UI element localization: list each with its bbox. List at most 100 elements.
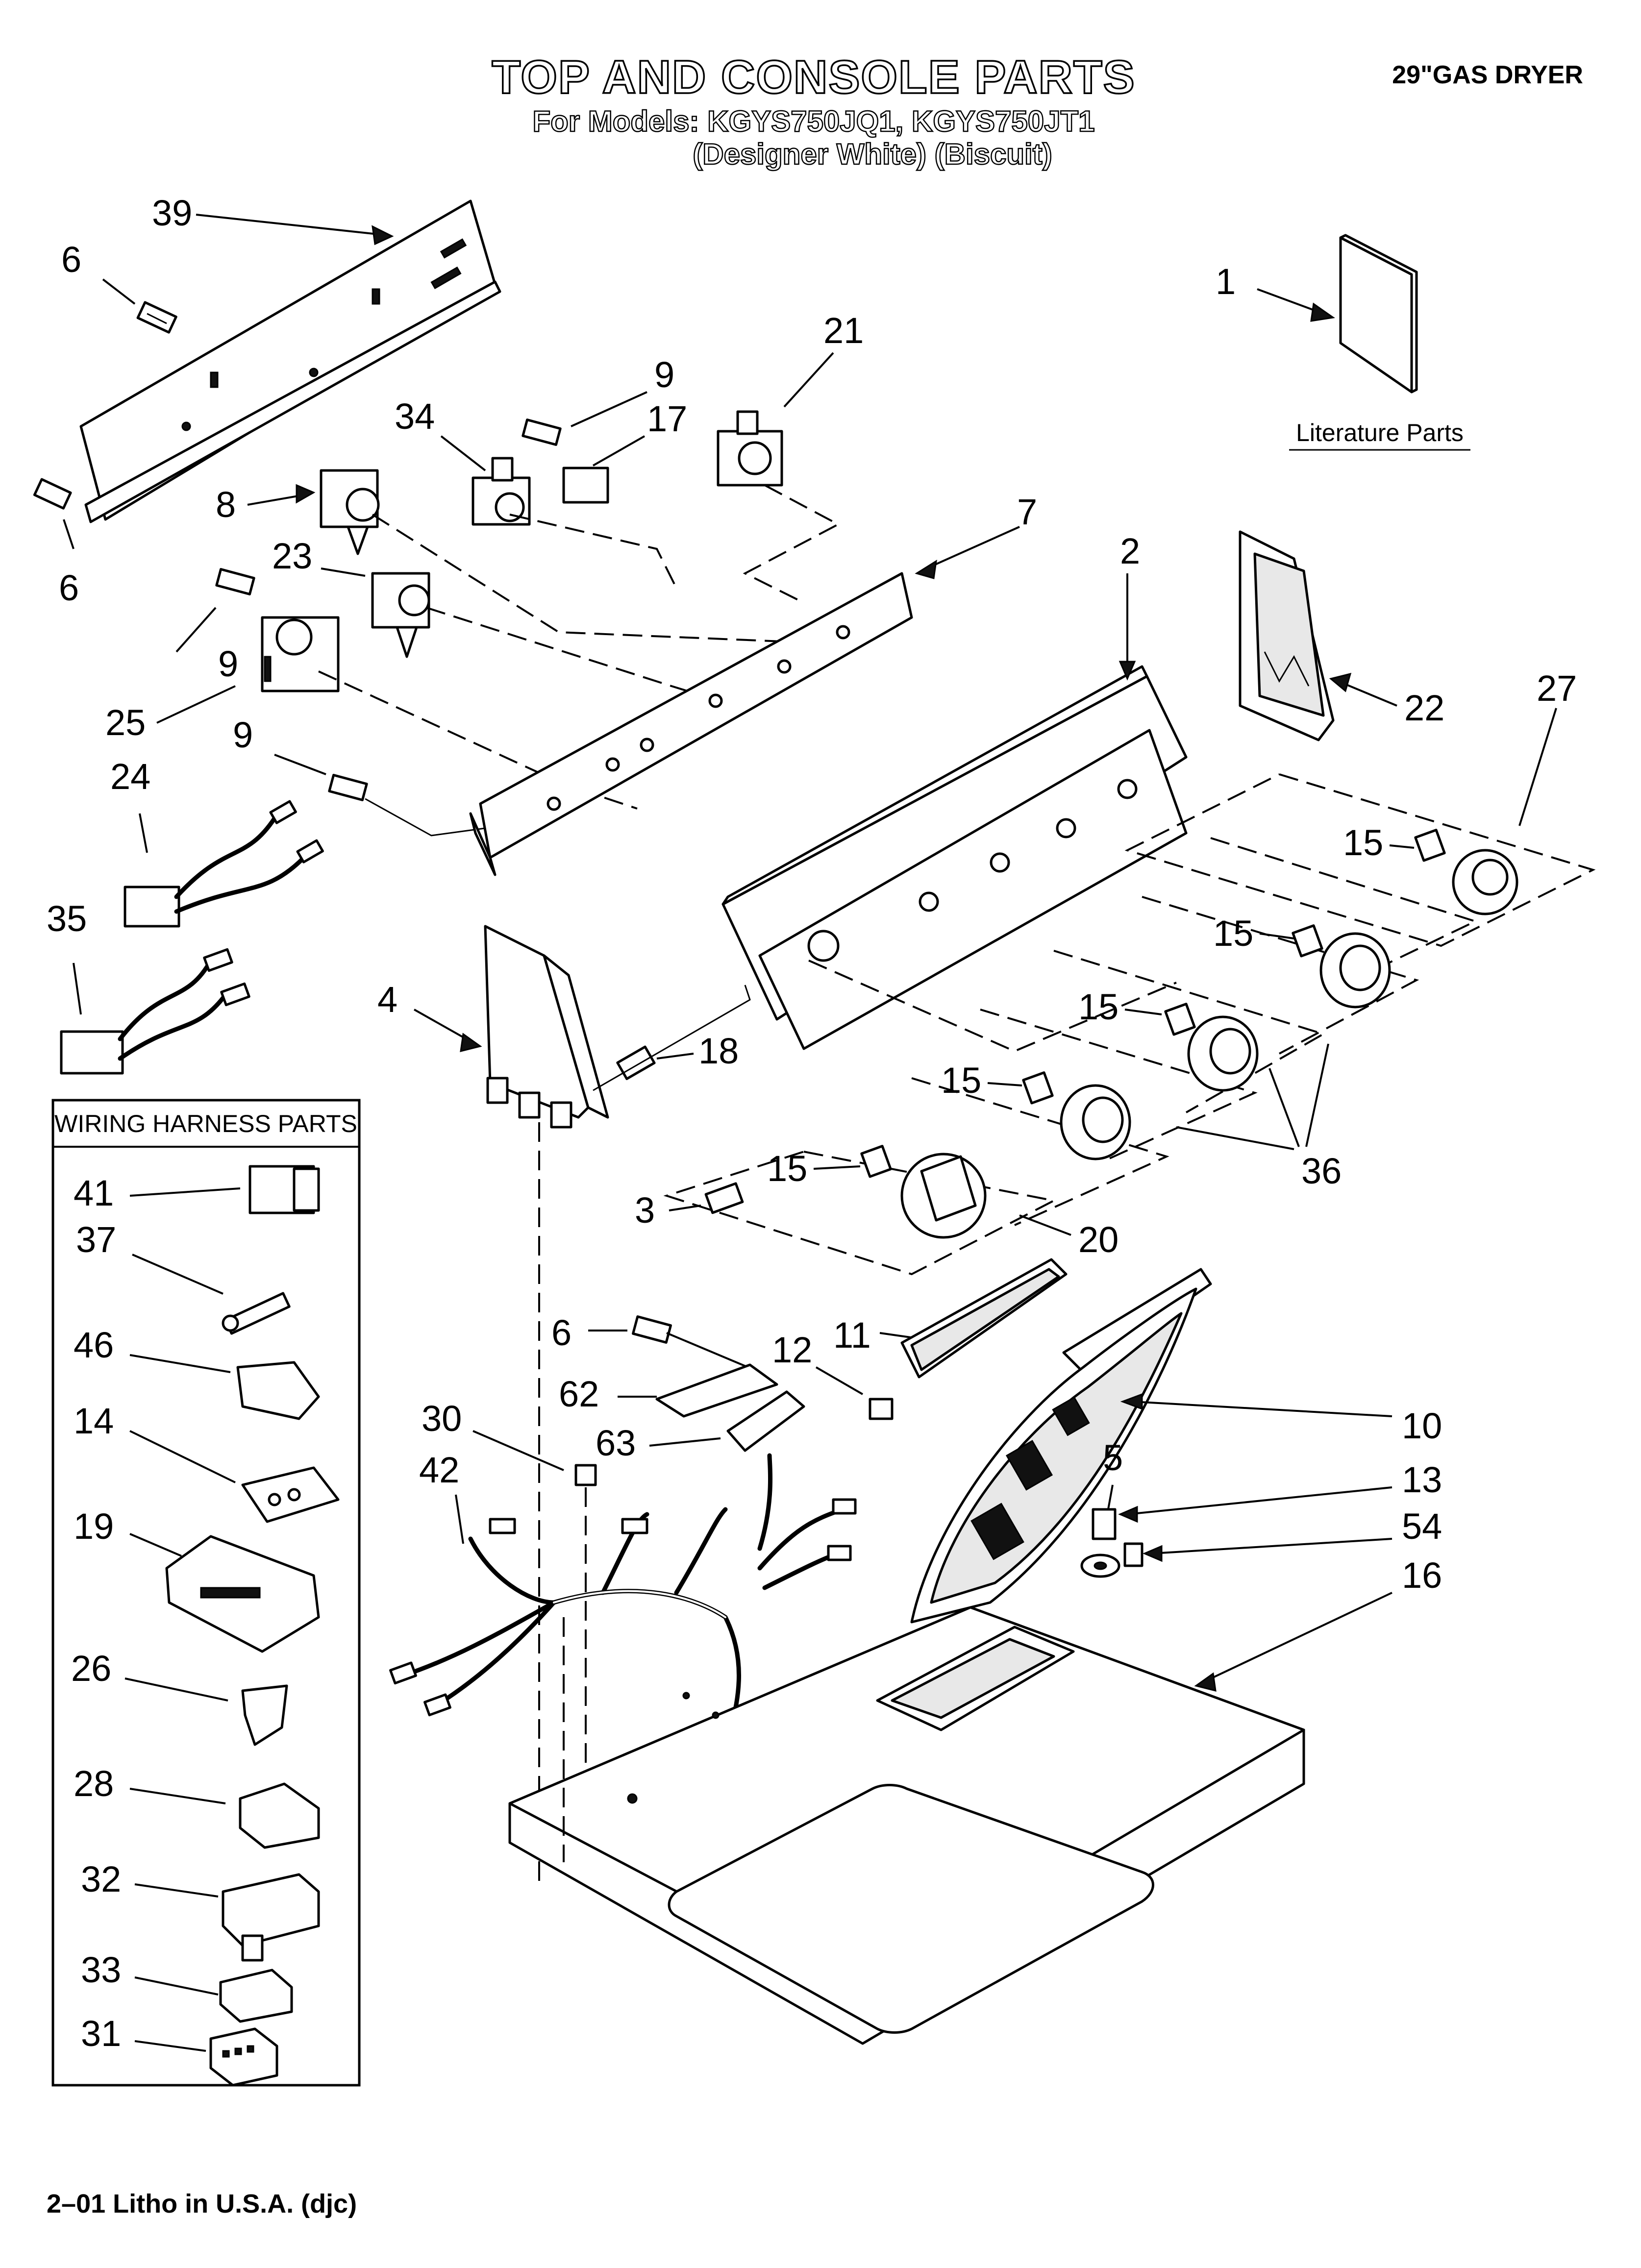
- part-14-connector: [241, 1466, 340, 1523]
- callout-6-left: 6: [59, 567, 79, 608]
- callout-16: 16: [1402, 1555, 1442, 1596]
- harness-callout-14: 14: [74, 1401, 114, 1441]
- harness-callout-19: 19: [74, 1506, 114, 1547]
- part-9-screw-upper: [522, 419, 562, 446]
- callout-18: 18: [698, 1031, 739, 1071]
- colors-line: (Designer White) (Biscuit): [693, 138, 1052, 171]
- part-42-main-wire-harness: [389, 1453, 857, 1732]
- part-25-timer: [261, 616, 340, 692]
- part-13-screw: [1092, 1508, 1117, 1540]
- callout-30: 30: [422, 1398, 462, 1439]
- part-16-top-panel: [508, 1606, 1305, 2045]
- page-title: TOP AND CONSOLE PARTS: [492, 51, 1135, 103]
- part-19-connector-block: [165, 1535, 320, 1653]
- part-15-knob-insert-2: [1292, 924, 1323, 958]
- harness-callout-32: 32: [81, 1859, 121, 1899]
- part-26-clip: [241, 1684, 288, 1746]
- literature-parts-label: Literature Parts: [1296, 419, 1464, 446]
- callout-4: 4: [377, 979, 398, 1020]
- part-41-connector-housing: [249, 1165, 320, 1214]
- part-6-screw-left: [33, 478, 72, 510]
- callout-39: 39: [152, 193, 192, 233]
- harness-callout-37: 37: [76, 1219, 116, 1260]
- callout-24: 24: [110, 756, 150, 797]
- litho-footer: 2–01 Litho in U.S.A. (djc): [47, 2189, 357, 2219]
- part-5-washer: [1080, 1553, 1120, 1578]
- callout-15-d: 15: [941, 1060, 981, 1101]
- callout-20: 20: [1078, 1219, 1119, 1260]
- part-15-knob-insert-1: [1414, 829, 1446, 862]
- part-11-filter: [900, 1258, 1068, 1379]
- part-32-connector: [222, 1873, 320, 1962]
- part-27-knob: [1452, 849, 1518, 915]
- part-15-knob-insert-5: [860, 1145, 892, 1178]
- part-17-connector: [562, 467, 609, 504]
- part-24-wire-harness: [124, 800, 324, 928]
- callout-10: 10: [1402, 1405, 1442, 1446]
- wiring-harness-title: WIRING HARNESS PARTS: [54, 1110, 357, 1137]
- part-15-knob-insert-4: [1022, 1071, 1054, 1105]
- part-39-mounting-panel: [79, 199, 501, 523]
- callout-12: 12: [772, 1330, 812, 1370]
- part-30-clip: [574, 1464, 597, 1486]
- part-22-bracket: [1239, 530, 1335, 741]
- harness-callout-28: 28: [74, 1763, 114, 1804]
- callout-22: 22: [1404, 688, 1444, 728]
- callout-21: 21: [823, 310, 864, 351]
- callout-17: 17: [647, 398, 687, 439]
- part-2-console-panel: [721, 665, 1188, 1050]
- callout-1: 1: [1216, 261, 1236, 302]
- callout-5: 5: [1103, 1437, 1123, 1478]
- part-20-selector-knob: [900, 1153, 987, 1239]
- harness-callout-31: 31: [81, 2013, 121, 2054]
- part-54-screw: [1123, 1542, 1144, 1567]
- part-1-literature: [1339, 234, 1418, 394]
- callout-36: 36: [1301, 1151, 1342, 1191]
- callout-11: 11: [833, 1315, 871, 1356]
- callout-2: 2: [1120, 531, 1140, 571]
- part-7-console-bracket: [469, 572, 913, 876]
- part-31-connector: [209, 2027, 278, 2087]
- part-23-switch: [371, 572, 430, 658]
- callout-7: 7: [1017, 492, 1037, 532]
- callout-15-e: 15: [767, 1148, 807, 1189]
- callout-8: 8: [216, 484, 236, 525]
- part-6-screw-lower: [632, 1315, 672, 1344]
- part-6-screw-top: [136, 301, 177, 334]
- part-9-screw-mid: [215, 568, 255, 595]
- part-18-screw: [616, 1045, 656, 1080]
- callout-35: 35: [47, 898, 87, 939]
- part-34-switch: [472, 457, 531, 526]
- callout-34: 34: [395, 396, 435, 437]
- part-35-wire-harness: [60, 948, 250, 1075]
- part-4-end-cap: [484, 925, 609, 1129]
- callout-3: 3: [635, 1190, 655, 1231]
- harness-callout-33: 33: [81, 1949, 121, 1990]
- part-28-connector: [239, 1782, 320, 1849]
- callout-9-mid: 9: [218, 643, 238, 684]
- part-3-screw: [704, 1182, 744, 1214]
- part-12-clip: [869, 1398, 894, 1420]
- part-8-switch: [320, 469, 380, 555]
- part-63-connector: [726, 1390, 805, 1452]
- harness-callout-26: 26: [71, 1648, 111, 1689]
- callout-9-low: 9: [233, 715, 253, 755]
- product-name: 29"GAS DRYER: [1392, 61, 1583, 89]
- part-15-knob-insert-3: [1164, 1003, 1196, 1036]
- part-36-knob-2: [1187, 1015, 1259, 1092]
- callout-15-b: 15: [1213, 913, 1253, 954]
- part-36-knob-3: [1060, 1084, 1131, 1160]
- part-62-label: [655, 1363, 778, 1418]
- callout-27: 27: [1537, 668, 1577, 709]
- callout-63: 63: [596, 1423, 636, 1463]
- callout-6-lower: 6: [551, 1312, 572, 1353]
- callout-42: 42: [419, 1450, 459, 1490]
- callout-62: 62: [559, 1374, 599, 1414]
- callout-23: 23: [272, 536, 312, 576]
- part-37-terminal: [222, 1292, 291, 1335]
- part-46-clip: [236, 1361, 320, 1420]
- callout-25: 25: [105, 702, 146, 743]
- callout-15-a: 15: [1343, 822, 1383, 863]
- callout-9-upper: 9: [654, 354, 674, 395]
